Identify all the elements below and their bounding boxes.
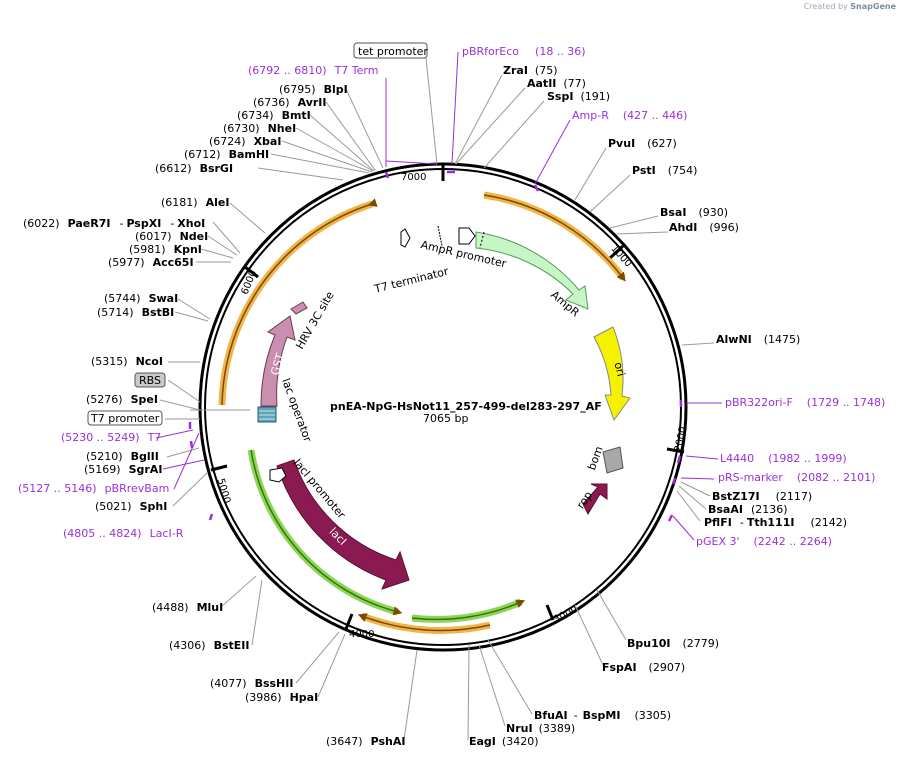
site-aatii: AatII(77) xyxy=(527,77,586,90)
feature-lac-operator-stripes xyxy=(259,410,275,420)
rbs-label: RBS xyxy=(139,374,161,387)
site-kpni: (5981)KpnI xyxy=(129,243,202,256)
site-xbai: (6724)XbaI xyxy=(209,135,281,148)
primer-pbrforeco: pBRforEco(18 .. 36) xyxy=(462,45,586,58)
site-pshai: (3647)PshAI xyxy=(326,735,405,748)
t7-promoter-box: T7 promoter xyxy=(87,410,163,426)
site-bsaai: BsaAI(2136) xyxy=(708,503,788,516)
feature-hrv xyxy=(290,301,308,315)
site-alwni: AlwNI(1475) xyxy=(716,333,800,346)
primer-t7: (5230 .. 5249)T7 xyxy=(61,431,161,444)
site-pflfi: PflFI-Tth111I(2142) xyxy=(704,516,847,529)
tick-label-2000: 2000 xyxy=(673,426,689,453)
site-ahdi: AhdI(996) xyxy=(669,221,739,234)
feature-rop xyxy=(582,483,608,516)
site-pvui: PvuI(627) xyxy=(608,137,677,150)
feature-ampr xyxy=(475,231,589,310)
site-bstbi: (5714)BstBI xyxy=(97,306,174,319)
feature-laci xyxy=(276,459,410,590)
site-sspi: SspI(191) xyxy=(547,90,610,103)
rbs-box: RBS xyxy=(134,372,166,388)
plasmid-size: 7065 bp xyxy=(423,412,468,425)
primer-l4440: L4440(1982 .. 1999) xyxy=(720,452,847,465)
site-bfuai: BfuAI-BspMI(3305) xyxy=(534,709,671,722)
site-sphi: (5021)SphI xyxy=(95,500,167,513)
feature-tet-promoter-mark xyxy=(437,225,443,247)
plasmid-name: pnEA-NpG-HsNot11_257-499-del283-297_AF xyxy=(330,400,602,413)
label-ori: ori xyxy=(612,361,628,378)
site-blpi: (6795)BlpI xyxy=(279,83,348,96)
site-zrai: ZraI(75) xyxy=(503,64,558,77)
site-acc65i: (5977)Acc65I xyxy=(108,256,194,269)
primer-prs: pRS-marker(2082 .. 2101) xyxy=(718,471,875,484)
site-sgrai: (5169)SgrAI xyxy=(84,463,162,476)
primer-laci-r: (4805 .. 4824)LacI-R xyxy=(63,527,184,540)
t7-promoter-label: T7 promoter xyxy=(90,412,160,425)
primer-t7term: (6792 .. 6810)T7 Term xyxy=(248,64,378,77)
site-alei: (6181)AleI xyxy=(161,196,229,209)
snapgene-logo: SnapGene xyxy=(850,2,896,11)
feature-ori xyxy=(593,326,631,422)
primer-pgex3: pGEX 3'(2242 .. 2264) xyxy=(696,535,832,548)
site-paer7i: (6022)PaeR7I-PspXI-XhoI xyxy=(23,217,205,230)
tick-label-3000: 3000 xyxy=(552,604,580,626)
site-fspai: FspAI(2907) xyxy=(602,661,685,674)
primer-pbr322ori: pBR322ori-F(1729 .. 1748) xyxy=(725,396,885,409)
site-bsteii: (4306)BstEII xyxy=(169,639,249,652)
tick-label-5000: 5000 xyxy=(215,477,233,504)
tet-promoter-label: tet promoter xyxy=(358,45,428,58)
site-swai: (5744)SwaI xyxy=(104,292,178,305)
primer-ampr: Amp-R(427 .. 446) xyxy=(572,109,687,122)
site-nrui: NruI(3389) xyxy=(506,722,575,735)
feature-gst xyxy=(260,315,296,407)
label-t7-terminator: T7 terminator xyxy=(372,265,450,296)
site-spei: (5276)SpeI xyxy=(86,393,158,406)
site-nhei: (6730)NheI xyxy=(223,122,296,135)
tet-promoter-box: tet promoter xyxy=(353,42,428,59)
tick-marks xyxy=(210,164,685,630)
tick-label-4000: 4000 xyxy=(349,629,374,640)
site-bstz17i: BstZ17I(2117) xyxy=(712,490,812,503)
site-bmti: (6734)BmtI xyxy=(237,109,311,122)
feature-laci-promoter xyxy=(269,467,287,483)
site-mlui: (4488)MluI xyxy=(152,601,223,614)
site-hpai: (3986)HpaI xyxy=(245,691,318,704)
site-eagi: EagI(3420) xyxy=(469,735,538,748)
site-bsshii: (4077)BssHII xyxy=(210,677,293,690)
site-bpu10i: Bpu10I(2779) xyxy=(627,637,719,650)
orf-arcs xyxy=(218,191,626,634)
site-ndei: (6017)NdeI xyxy=(135,230,208,243)
label-hrv: HRV 3C site xyxy=(293,289,337,351)
feature-ampr-promoter xyxy=(458,227,476,245)
feature-bom xyxy=(602,446,624,474)
feature-t7-terminator xyxy=(400,228,411,248)
site-ncoi: (5315)NcoI xyxy=(91,355,163,368)
site-bsai: BsaI(930) xyxy=(660,206,728,219)
site-bamhi: (6712)BamHI xyxy=(184,148,269,161)
leader-lines xyxy=(155,51,722,741)
site-avrii: (6736)AvrII xyxy=(253,96,326,109)
primer-pbrrevbam: (5127 .. 5146)pBRrevBam xyxy=(18,482,169,495)
label-lac-operator: lac operator xyxy=(279,377,314,445)
primer-marks xyxy=(188,170,683,522)
site-bsrgi: (6612)BsrGI xyxy=(155,162,233,175)
label-bom: bom xyxy=(585,444,606,471)
tick-label-7000: 7000 xyxy=(401,172,426,183)
snapgene-credit: Created by SnapGene xyxy=(803,2,896,11)
label-gst: GST xyxy=(268,352,287,377)
site-bglii: (5210)BglII xyxy=(86,450,159,463)
site-psti: PstI(754) xyxy=(632,164,697,177)
